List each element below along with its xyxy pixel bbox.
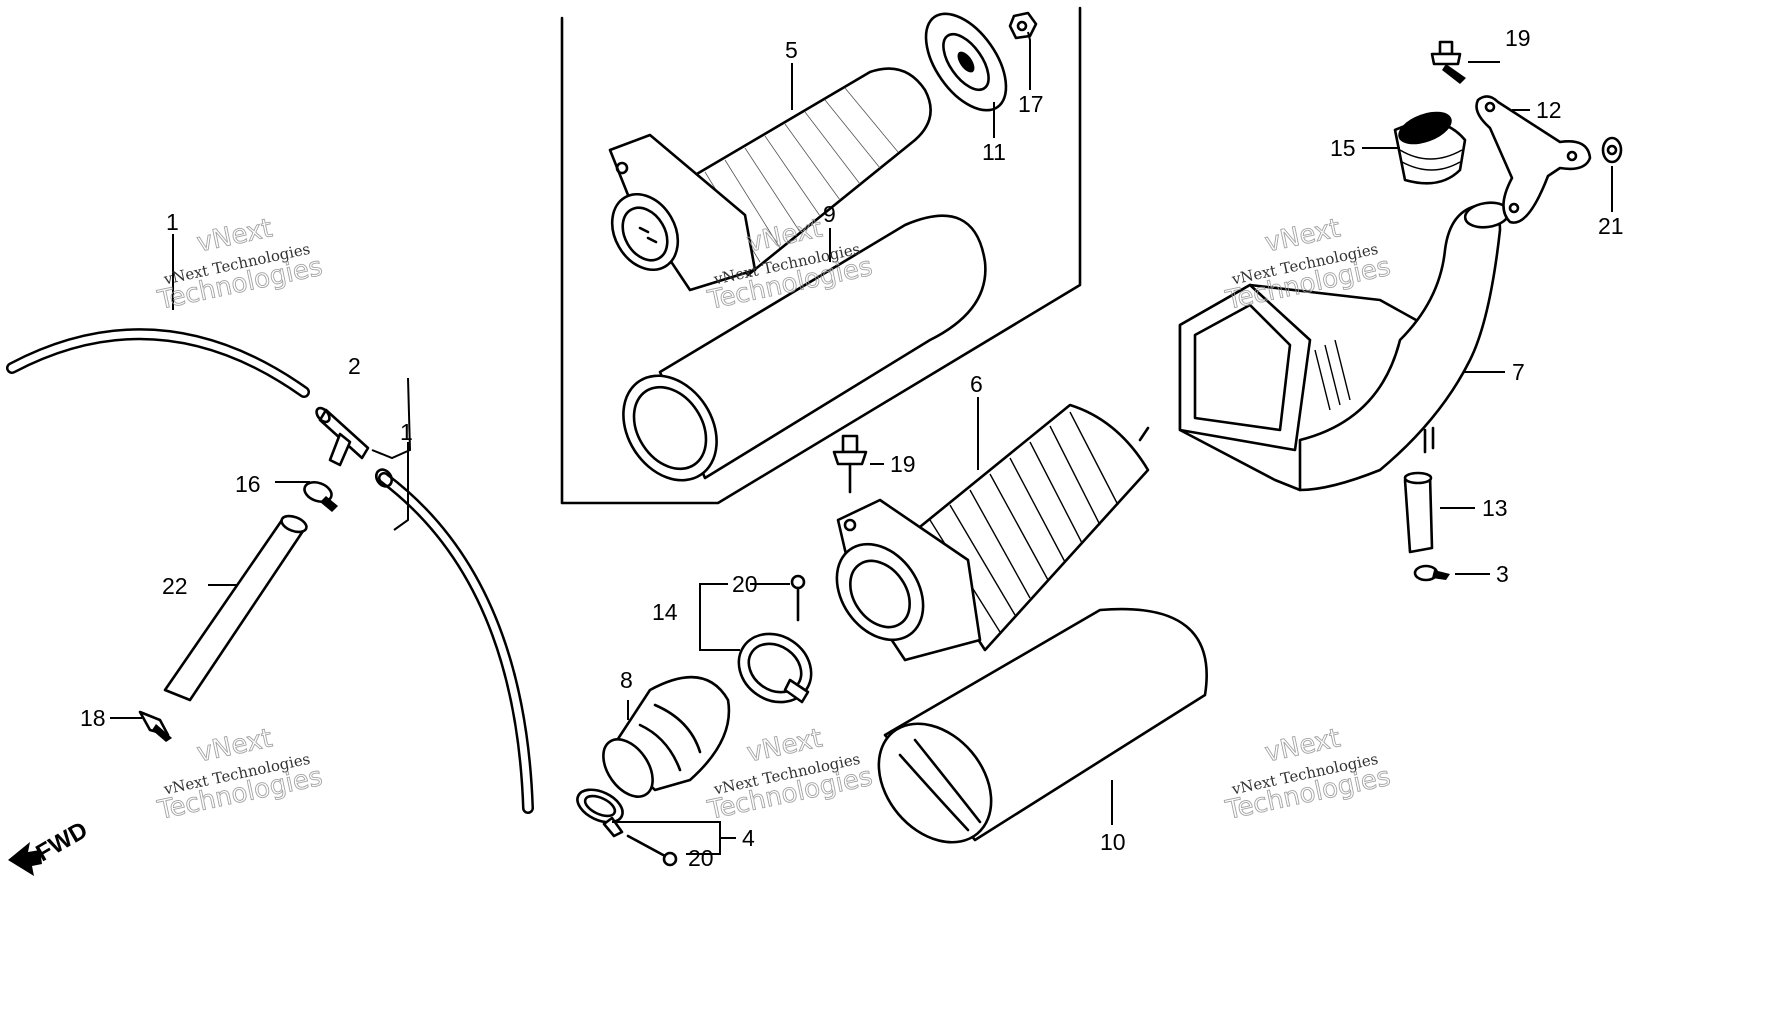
part-21-nut <box>1601 136 1623 164</box>
part-8-connecting-boot <box>602 675 731 798</box>
part-20-screw-lower <box>626 834 678 867</box>
part-2-t-joint <box>315 406 370 467</box>
part-10-foam-sleeve <box>877 607 1208 844</box>
watermark-4: vNext vNext Technologies Technologies <box>154 723 325 827</box>
callout-4: 4 <box>742 825 755 851</box>
callout-1-left: 1 <box>166 209 179 235</box>
part-9-foam-element <box>622 214 987 482</box>
callout-15: 15 <box>1330 135 1356 161</box>
callout-labels: 1 2 1 16 22 18 5 9 11 17 6 19 19 12 15 2… <box>80 25 1624 871</box>
forward-direction-arrow: FWD <box>8 816 92 876</box>
callout-12: 12 <box>1536 97 1562 123</box>
part-19-bolt-top <box>1430 40 1466 84</box>
part-19-bolt-middle <box>832 434 868 494</box>
callout-11: 11 <box>982 139 1006 165</box>
callout-8: 8 <box>620 667 633 693</box>
part-4-clamp <box>576 788 624 838</box>
callout-5: 5 <box>785 37 798 63</box>
part-3-clip <box>1413 564 1450 582</box>
watermark-6: vNext vNext Technologies Technologies <box>1222 723 1393 827</box>
part-13-drain-plug <box>1403 471 1434 554</box>
inset-frame <box>560 6 1082 505</box>
part-7-air-cleaner-case <box>1178 201 1511 492</box>
fwd-label: FWD <box>32 816 93 867</box>
callout-16: 16 <box>235 471 261 497</box>
part-20-bolt-upper <box>790 574 806 622</box>
part-15-rubber-cap <box>1393 111 1467 185</box>
part-22-drain-tube <box>163 514 308 702</box>
part-5-air-cleaner-element <box>608 67 932 292</box>
callout-6: 6 <box>970 371 983 397</box>
part-11-cover-cap <box>924 12 1008 112</box>
callout-19-middle: 19 <box>890 451 916 477</box>
leader-lines <box>110 31 1613 855</box>
callout-21: 21 <box>1598 213 1624 239</box>
callout-20-upper: 20 <box>732 571 758 597</box>
part-1-breather-tube-left <box>6 328 310 398</box>
callout-10: 10 <box>1100 829 1126 855</box>
callout-19-top: 19 <box>1505 25 1531 51</box>
part-17-nut <box>1008 11 1038 40</box>
callout-17: 17 <box>1018 91 1044 117</box>
part-14-clamp-band <box>737 632 813 704</box>
callout-14: 14 <box>652 599 678 625</box>
callout-20-lower: 20 <box>688 845 714 871</box>
part-12-bracket <box>1475 95 1592 224</box>
callout-18: 18 <box>80 705 106 731</box>
callout-2: 2 <box>348 353 361 379</box>
part-6-air-cleaner-element-pleated <box>835 403 1150 662</box>
part-18-clip <box>138 710 172 742</box>
callout-1-right: 1 <box>400 419 413 445</box>
callout-9: 9 <box>823 201 836 227</box>
callout-22: 22 <box>162 573 188 599</box>
callout-7: 7 <box>1512 359 1525 385</box>
part-1-breather-tube-right <box>374 468 534 814</box>
part-16-clip <box>303 480 338 512</box>
callout-13: 13 <box>1482 495 1508 521</box>
callout-3: 3 <box>1496 561 1509 587</box>
